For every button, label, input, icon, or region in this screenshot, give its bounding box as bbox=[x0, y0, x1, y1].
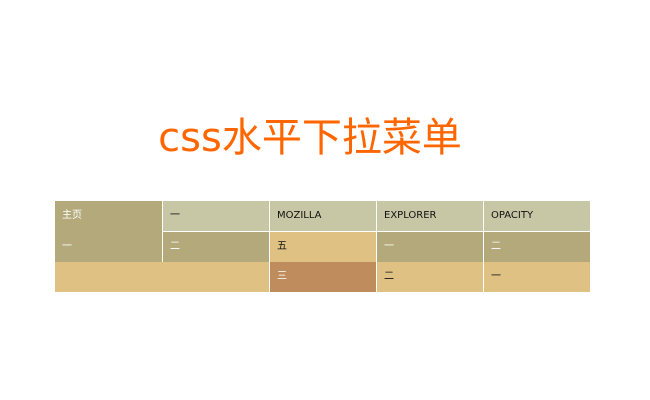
submenu-item[interactable]: 一 bbox=[55, 232, 162, 262]
submenu-blank bbox=[55, 262, 269, 292]
menu-item-explorer[interactable]: EXPLORER bbox=[377, 201, 483, 231]
submenu-item[interactable]: 五 bbox=[270, 232, 376, 262]
submenu-item-active[interactable]: 三 bbox=[270, 262, 376, 292]
page-title: css水平下拉菜单 bbox=[158, 115, 462, 161]
menu-item-mozilla[interactable]: MOZILLA bbox=[270, 201, 376, 231]
submenu-item[interactable]: 一 bbox=[377, 232, 483, 262]
submenu-item[interactable]: 一 bbox=[484, 262, 590, 292]
menu-item-1[interactable]: 一 bbox=[163, 201, 269, 231]
submenu-item[interactable]: 二 bbox=[484, 232, 590, 262]
menu-item-opacity[interactable]: OPACITY bbox=[484, 201, 590, 231]
submenu-item[interactable]: 二 bbox=[377, 262, 483, 292]
submenu-item[interactable]: 二 bbox=[163, 232, 269, 262]
